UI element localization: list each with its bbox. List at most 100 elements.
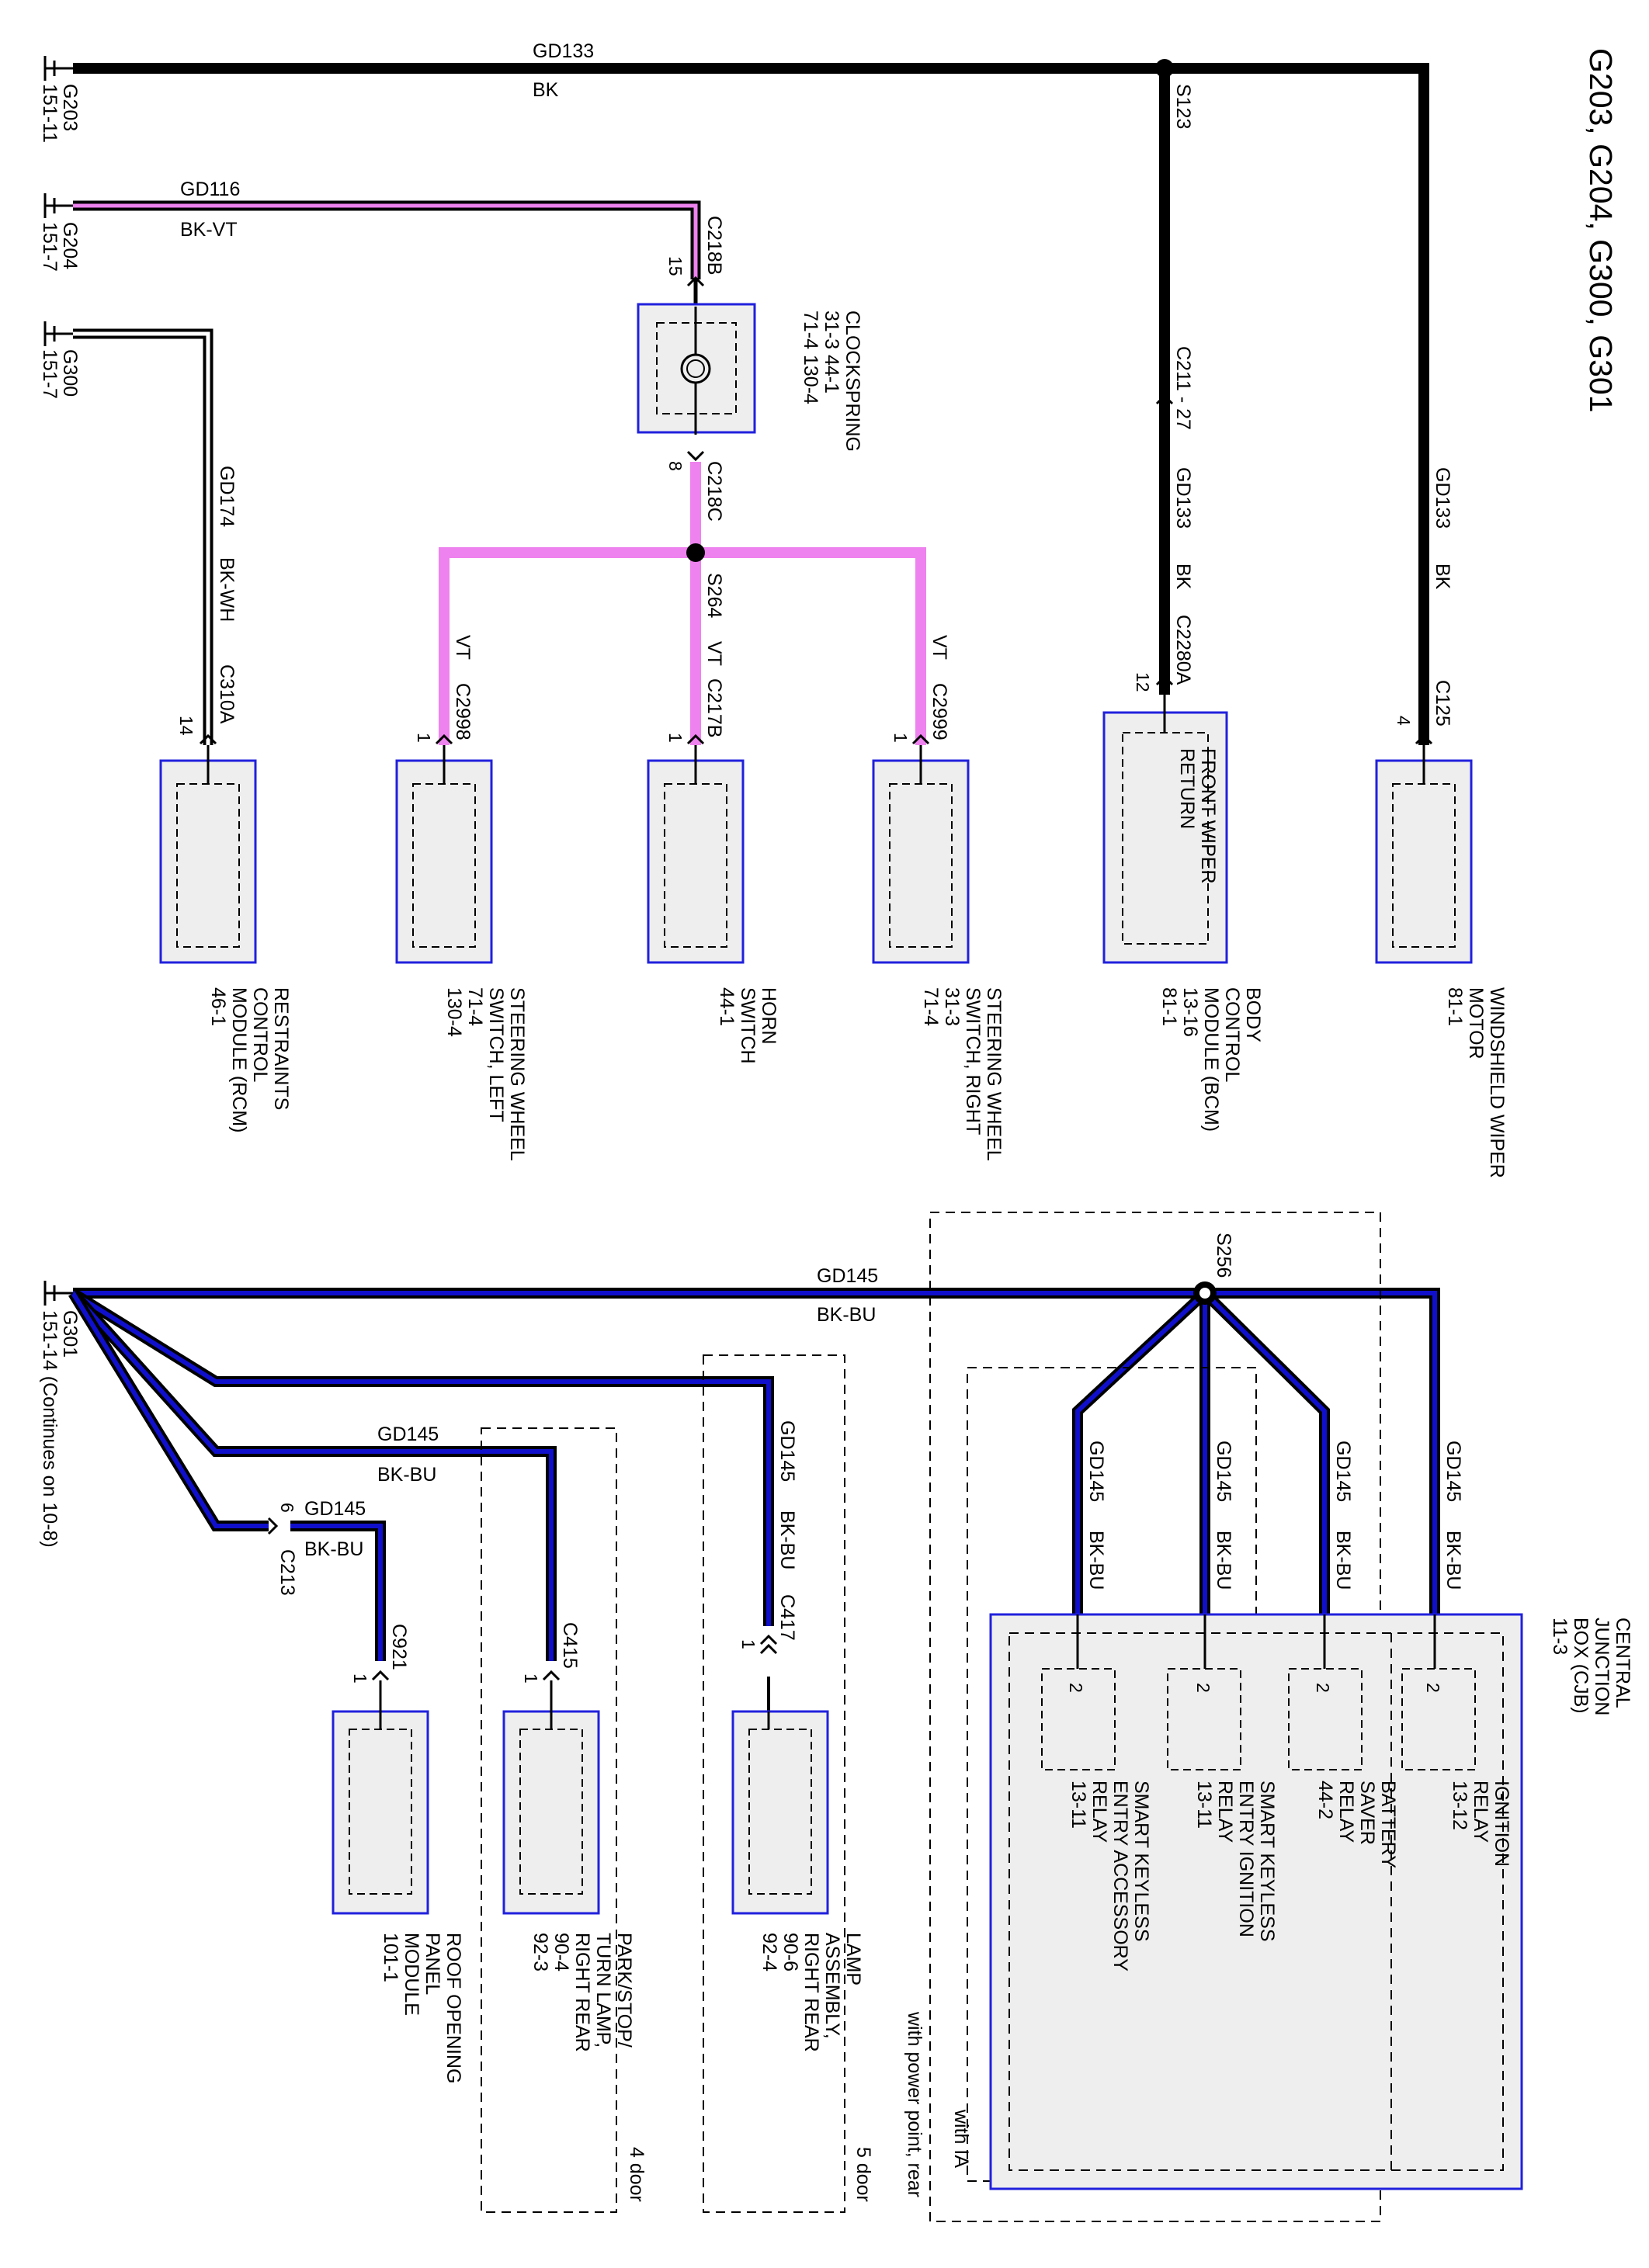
bcm-label-line: CONTROL bbox=[1221, 987, 1243, 1082]
windshield-wiper-box bbox=[1375, 745, 1473, 964]
windshield-wiper-label-line: MOTOR bbox=[1465, 987, 1487, 1059]
ground-g301-name: G301 bbox=[59, 1310, 81, 1358]
relay-battery-saver-label-line: 44-2 bbox=[1314, 1781, 1336, 1819]
ground-g300-ref: 151-7 bbox=[39, 349, 61, 399]
cjb-label-line: BOX (CJB) bbox=[1570, 1618, 1592, 1714]
relay-ske-accessory-label-line: SMART KEYLESS bbox=[1130, 1781, 1152, 1942]
bcm-inner-label-line: FRONT WIPER bbox=[1197, 748, 1219, 884]
relay-ignition-label-line: IGNITION bbox=[1491, 1781, 1512, 1867]
relay-ske-accessory-label-line: 13-11 bbox=[1068, 1781, 1089, 1829]
relay-ignition-box bbox=[1401, 1614, 1476, 1770]
park-stop-turn-lamp-label-line: TURN LAMP, bbox=[592, 1933, 614, 2048]
connector-c2998-label: C2998 bbox=[452, 683, 474, 740]
connector-c417-label: C417 bbox=[776, 1594, 798, 1641]
roof-opening-panel-label-line: 101-1 bbox=[380, 1933, 401, 1982]
connector-c2998-pin: 1 bbox=[414, 733, 434, 743]
bcm-box bbox=[1102, 695, 1228, 964]
splice-s256-label: S256 bbox=[1213, 1233, 1234, 1278]
lamp-assembly-box bbox=[731, 1710, 829, 1915]
relay-ske-ignition-label-line: RELAY bbox=[1214, 1781, 1236, 1843]
park-stop-turn-lamp-box bbox=[502, 1680, 600, 1915]
steering-switch-left-label-line: SWITCH, LEFT bbox=[485, 987, 507, 1122]
lamp-assembly-label-line: ASSEMBLY, bbox=[821, 1933, 843, 2039]
cjb-label-line: CENTRAL bbox=[1612, 1618, 1633, 1708]
relay-battery-saver-label-line: SAVER bbox=[1356, 1781, 1378, 1845]
option-5door-label: 5 door bbox=[852, 2147, 874, 2202]
wire-gd145-cjb4-circuit: GD145 bbox=[1085, 1441, 1107, 1502]
lamp-assembly-label-line: 90-6 bbox=[779, 1933, 801, 1971]
relay-ske-ignition-pin: 2 bbox=[1193, 1683, 1213, 1693]
connector-c415-label: C415 bbox=[559, 1622, 581, 1669]
relay-ignition-label-line: 13-12 bbox=[1449, 1781, 1470, 1830]
connector-c310a-label: C310A bbox=[216, 664, 238, 724]
wire-gd145-cjb2-color: BK-BU bbox=[1332, 1531, 1354, 1590]
windshield-wiper-label-line: WINDSHIELD WIPER bbox=[1486, 987, 1508, 1178]
relay-ske-ignition-label-line: ENTRY IGNITION bbox=[1235, 1781, 1257, 1937]
cjb-label-line: JUNCTION bbox=[1591, 1618, 1613, 1715]
splice-s123-dot bbox=[1155, 59, 1174, 78]
clockspring-box bbox=[637, 303, 756, 435]
bcm-label-line: 13-16 bbox=[1179, 987, 1201, 1037]
park-stop-turn-lamp-label-line: PARK/STOP/ bbox=[613, 1933, 635, 2048]
connector-c2280a-pin: 12 bbox=[1133, 672, 1153, 692]
option-4door-region bbox=[481, 1427, 617, 2213]
wire-gd133-wiper bbox=[1165, 63, 1429, 745]
connector-c415-pin: 1 bbox=[521, 1673, 541, 1684]
wire-gd145-main-color: BK-BU bbox=[817, 1304, 876, 1326]
connector-c213-label: C213 bbox=[276, 1549, 298, 1596]
lamp-assembly-label-line: RIGHT REAR bbox=[800, 1933, 822, 2052]
ground-icon bbox=[43, 321, 73, 346]
wire-gd145-roof-color: BK-BU bbox=[304, 1538, 363, 1560]
relay-battery-saver-label-line: RELAY bbox=[1335, 1781, 1357, 1843]
relay-ske-accessory-pin: 2 bbox=[1066, 1683, 1086, 1693]
connector-c218b-label: C218B bbox=[703, 216, 725, 275]
steering-switch-left-label-line: 71-4 bbox=[464, 987, 486, 1026]
wire-gd145-roof-circuit: GD145 bbox=[304, 1498, 366, 1520]
wire-gd133-wiper-circuit: GD133 bbox=[1432, 467, 1453, 529]
horn-switch-box bbox=[647, 745, 745, 964]
page-title: G203, G204, G300, G301 bbox=[1583, 48, 1619, 413]
wire-gd145-lamp-color: BK-BU bbox=[776, 1510, 798, 1569]
wire-gd145-park-circuit: GD145 bbox=[377, 1424, 439, 1445]
ground-g300-name: G300 bbox=[59, 349, 81, 397]
wire-gd133-wiper-color: BK bbox=[1432, 564, 1453, 590]
park-stop-turn-lamp-label-line: 92-3 bbox=[529, 1933, 551, 1971]
relay-ske-accessory-label-line: RELAY bbox=[1088, 1781, 1110, 1843]
ground-icon bbox=[43, 1281, 73, 1306]
option-5door-region bbox=[703, 1354, 845, 2213]
rcm-box bbox=[159, 745, 257, 964]
relay-ignition-pin: 2 bbox=[1423, 1683, 1443, 1693]
connector-c217b-label: C217B bbox=[703, 678, 725, 737]
wire-gd133-circuit: GD133 bbox=[533, 40, 594, 62]
steering-switch-left-label-line: STEERING WHEEL bbox=[506, 987, 528, 1161]
bcm-label-line: BODY bbox=[1242, 987, 1264, 1042]
connector-c125-label: C125 bbox=[1432, 680, 1453, 727]
wire-gd145-cjb3-color: BK-BU bbox=[1213, 1531, 1234, 1590]
splice-s264-dot bbox=[686, 543, 705, 562]
connector-c2999-pin: 1 bbox=[890, 733, 911, 743]
bcm-label-line: MODULE (BCM) bbox=[1200, 987, 1222, 1132]
wire-gd145-group bbox=[68, 1288, 1440, 1661]
wire-gd116-circuit: GD116 bbox=[180, 179, 240, 200]
clockspring-label-line: 31-3 44-1 bbox=[821, 310, 842, 394]
option-rear-power-label: with power point, rear bbox=[904, 2011, 925, 2197]
lamp-assembly-label-line: 92-4 bbox=[759, 1933, 780, 1971]
ground-g301-ref: 151-14 (Continues on 10-8) bbox=[39, 1310, 61, 1548]
steering-switch-left-label-line: 130-4 bbox=[443, 987, 465, 1037]
relay-battery-saver-pin: 2 bbox=[1313, 1683, 1333, 1693]
splice-s123-label: S123 bbox=[1172, 84, 1194, 129]
ground-g203-ref: 151-11 bbox=[39, 84, 61, 143]
roof-opening-panel-label-line: ROOF OPENING bbox=[443, 1933, 464, 2083]
ground-icon bbox=[43, 193, 73, 218]
wire-gd174-color: BK-WH bbox=[216, 557, 238, 622]
relay-battery-saver-label-line: BATTERY bbox=[1377, 1781, 1399, 1868]
connector-c2280a-label: C2280A bbox=[1172, 615, 1194, 685]
horn-switch-label-line: 44-1 bbox=[716, 987, 738, 1026]
connector-c125-pin: 4 bbox=[1394, 716, 1414, 726]
rcm-label-line: MODULE (RCM) bbox=[228, 987, 250, 1133]
connector-c218c-pin: 8 bbox=[665, 461, 686, 471]
relay-ignition-label-line: RELAY bbox=[1470, 1781, 1491, 1843]
wire-gd145-cjb3-circuit: GD145 bbox=[1213, 1441, 1234, 1502]
cjb-box bbox=[989, 1613, 1523, 2190]
